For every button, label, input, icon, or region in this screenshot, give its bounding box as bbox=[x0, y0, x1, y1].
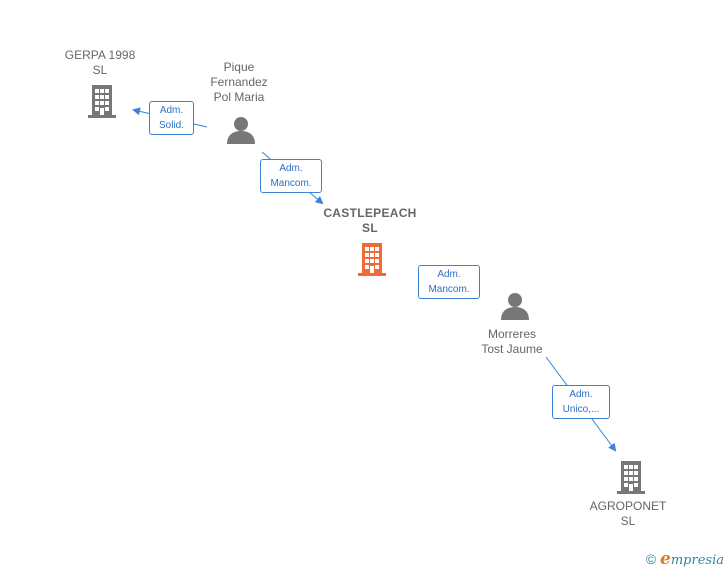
node-label-line: SL bbox=[620, 514, 636, 528]
edge-label-morreres-castlepeach[interactable]: Adm. Mancom. bbox=[418, 265, 480, 299]
node-label-line: AGROPONET bbox=[589, 499, 667, 513]
node-label-line: SL bbox=[92, 63, 108, 77]
node-label-line: Morreres bbox=[487, 327, 537, 341]
edge-label-pique-castlepeach[interactable]: Adm. Mancom. bbox=[260, 159, 322, 193]
node-label-agroponet: AGROPONET SL bbox=[590, 499, 667, 529]
node-label-morreres: Morreres Tost Jaume bbox=[481, 327, 542, 357]
edge-label-pique-gerpa[interactable]: Adm. Solid. bbox=[149, 101, 194, 135]
edge-label-line: Adm. bbox=[569, 389, 593, 400]
brand-initial: e bbox=[660, 549, 671, 569]
edge-label-line: Adm. bbox=[437, 269, 461, 280]
building-icon[interactable] bbox=[356, 241, 388, 277]
node-label-line: SL bbox=[362, 221, 378, 235]
node-label-line: GERPA 1998 bbox=[64, 48, 136, 62]
node-label-line: Fernandez bbox=[210, 75, 268, 89]
edge-label-line: Mancom. bbox=[270, 178, 312, 189]
edge-label-line: Adm. bbox=[159, 105, 184, 116]
node-label-line: Pique bbox=[223, 60, 255, 74]
node-label-line: Tost Jaume bbox=[481, 342, 543, 356]
edge-label-line: Solid. bbox=[158, 120, 184, 131]
edge-label-line: Unico,... bbox=[562, 404, 600, 415]
node-label-pique: Pique Fernandez Pol Maria bbox=[210, 60, 267, 105]
edge-label-morreres-agroponet[interactable]: Adm. Unico,... bbox=[552, 385, 610, 419]
node-label-gerpa: GERPA 1998 SL bbox=[65, 48, 136, 78]
brand-logo[interactable]: empresia bbox=[660, 549, 724, 569]
edge-label-line: Adm. bbox=[279, 163, 303, 174]
edge-label-line: Mancom. bbox=[428, 284, 470, 295]
building-icon[interactable] bbox=[86, 83, 118, 119]
person-icon[interactable] bbox=[226, 115, 256, 145]
node-label-line: CASTLEPEACH bbox=[323, 206, 417, 220]
footer-brand: ©empresia bbox=[646, 549, 724, 569]
node-label-line: Pol Maria bbox=[213, 90, 265, 104]
building-icon[interactable] bbox=[615, 459, 647, 495]
node-label-castlepeach: CASTLEPEACH SL bbox=[323, 206, 416, 236]
person-icon[interactable] bbox=[500, 291, 530, 321]
copyright-symbol: © bbox=[645, 551, 657, 567]
brand-name: mpresia bbox=[670, 553, 724, 568]
